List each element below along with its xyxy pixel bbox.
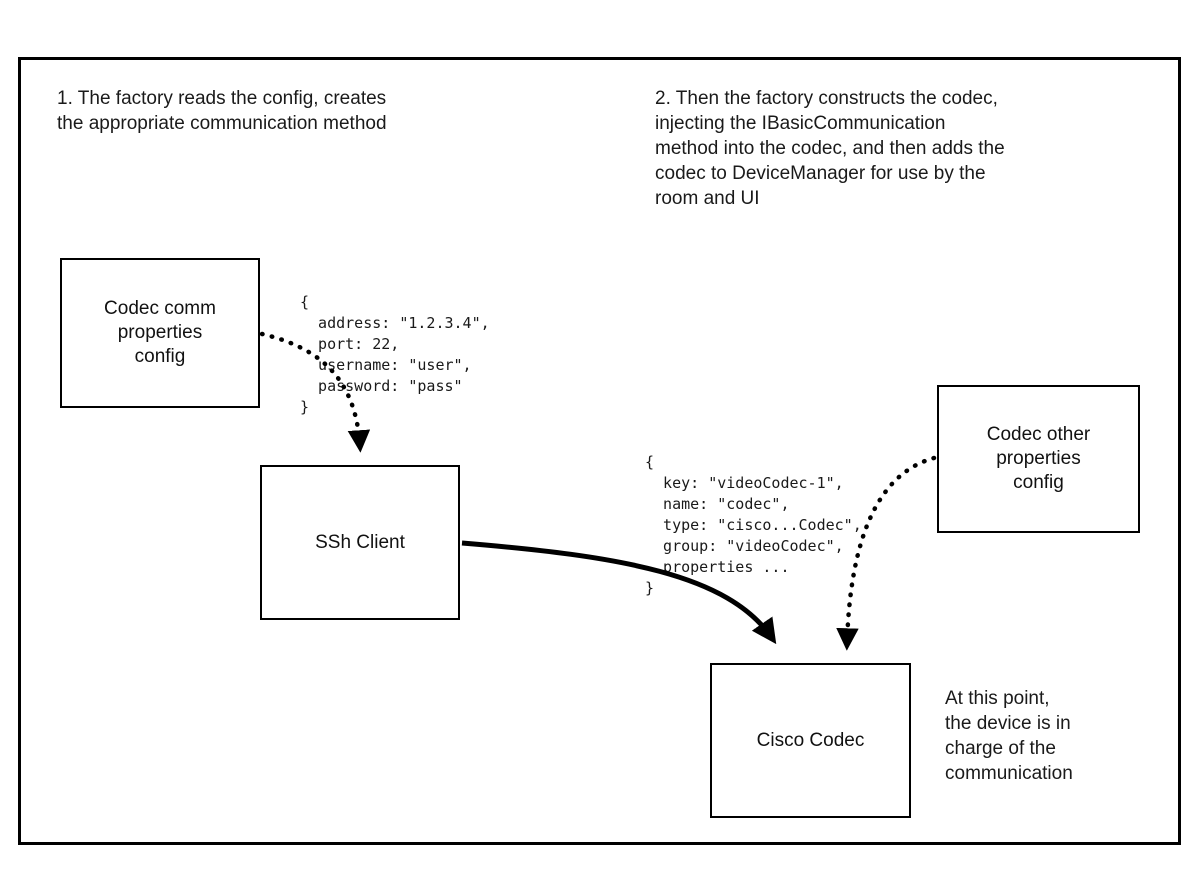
box-ssh-client: SSh Client [260, 465, 460, 620]
note-factory-reads-config: 1. The factory reads the config, creates… [57, 88, 387, 134]
code-codec-properties-json: { key: "videoCodec-1", name: "codec", ty… [645, 453, 862, 597]
note-factory-constructs-codec: 2. Then the factory constructs the codec… [655, 88, 1005, 209]
code-comm-properties-json: { address: "1.2.3.4", port: 22, username… [300, 293, 490, 416]
box-cisco-codec: Cisco Codec [710, 663, 911, 818]
note-device-in-charge: At this point, the device is in charge o… [945, 688, 1073, 784]
box-codec-other-properties-config: Codec other properties config [937, 385, 1140, 533]
box-codec-comm-properties-config: Codec comm properties config [60, 258, 260, 408]
outer-frame [18, 57, 1181, 845]
